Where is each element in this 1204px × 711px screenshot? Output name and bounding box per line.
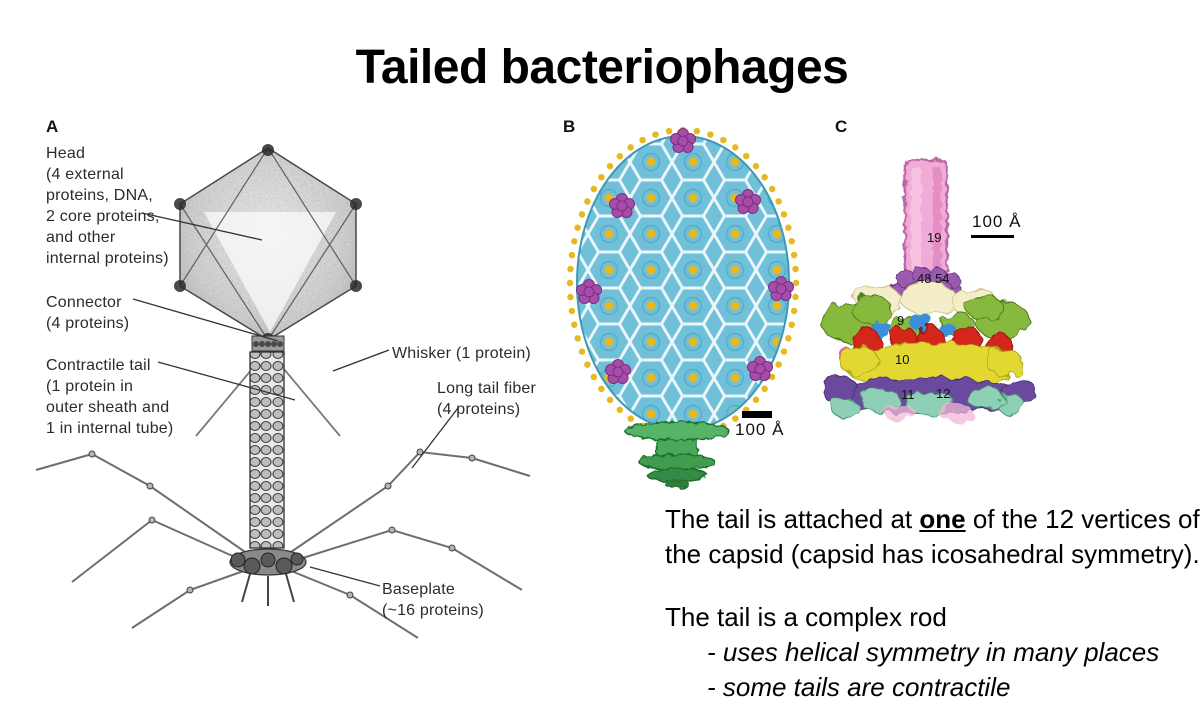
panel-b-letter: B [563, 117, 576, 136]
protein-number-12: 12 [936, 386, 951, 401]
protein-number-11: 11 [901, 387, 915, 402]
baseplate-reconstruction-image [820, 158, 1038, 421]
p2-intro: The tail is a complex rod [665, 602, 947, 632]
protein-number-tube: 19 [927, 230, 942, 245]
p1-prefix: The tail is attached at [665, 504, 920, 534]
p2-bullet-1: - uses helical symmetry in many places [707, 637, 1160, 667]
head-annotation: Head (4 external proteins, DNA, 2 core p… [46, 145, 169, 267]
slide-title: Tailed bacteriophages [355, 41, 849, 94]
panel-a-letter: A [46, 117, 59, 136]
capsid-reconstruction-image [566, 126, 800, 489]
leader-lines [132, 212, 459, 587]
scale-bar-b [742, 411, 772, 418]
scale-bar-c-label: 100 Å [972, 212, 1022, 231]
scale-bar-c-line [971, 235, 1014, 238]
protein-number-collar: 48 54 [917, 271, 950, 286]
contractile-tail-annotation: Contractile tail (1 protein in outer she… [46, 357, 174, 437]
scale-bar-b-label: 100 Å [735, 420, 785, 439]
body-paragraph-1: The tail is attached at one of the 12 ve… [665, 502, 1204, 572]
baseplate-annotation: Baseplate (~16 proteins) [382, 581, 484, 619]
p2-bullet-2: - some tails are contractile [707, 672, 1011, 702]
whisker-annotation: Whisker (1 protein) [392, 345, 531, 362]
panel-c-letter: C [835, 117, 848, 136]
protein-number-9: 9 [897, 313, 905, 328]
protein-number-10: 10 [895, 352, 910, 367]
connector-annotation: Connector (4 proteins) [46, 294, 130, 332]
long-tail-fiber-annotation: Long tail fiber (4 proteins) [437, 380, 537, 418]
p1-suffix: of the 12 vertices of the capsid (capsid… [665, 504, 1200, 569]
body-paragraph-2: The tail is a complex rod - uses helical… [665, 600, 1204, 705]
p1-emphasis: one [919, 504, 966, 534]
